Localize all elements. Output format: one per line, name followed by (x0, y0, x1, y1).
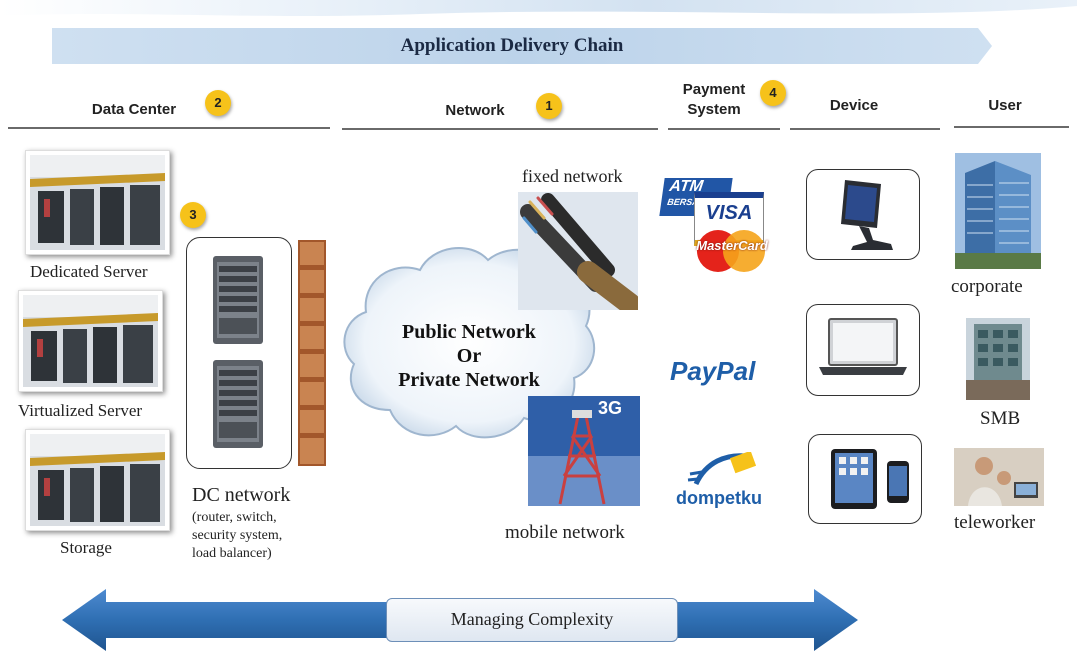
device-laptop (806, 304, 920, 396)
label-mobile-network: mobile network (505, 522, 625, 543)
column-title-payment-line1: Payment (682, 81, 746, 98)
divider-user (954, 126, 1069, 128)
firewall-icon (298, 240, 326, 466)
dompetku-swoosh-icon (687, 452, 757, 486)
device-tablet-phone (808, 434, 922, 524)
cloud-line-or: Or (456, 345, 482, 367)
server-image-storage (25, 429, 170, 531)
column-title-device: Device (829, 97, 879, 114)
divider-payment (668, 128, 780, 130)
dc-network-detail-3: load balancer) (192, 546, 272, 561)
label-storage: Storage (60, 538, 112, 557)
tablet-phone-icon (831, 449, 909, 509)
badge-3g: 3G (598, 398, 623, 418)
delivery-chain-arrow (52, 28, 992, 64)
badge-payment: 4 (760, 80, 786, 106)
badge-network: 1 (536, 93, 562, 119)
label-smb: SMB (980, 408, 1021, 429)
laptop-icon (819, 318, 907, 375)
corporate-building-icon (955, 153, 1041, 269)
dc-network-title: DC network (192, 484, 291, 506)
top-wave-decoration (0, 0, 1077, 16)
server-image-dedicated (25, 150, 170, 255)
cloud-line-private: Private Network (398, 369, 540, 391)
label-teleworker: teleworker (954, 512, 1036, 533)
dompetku-logo: dompetku (676, 488, 763, 508)
server-image-virtualized (18, 290, 163, 392)
label-virtualized-server: Virtualized Server (18, 401, 143, 420)
cell-tower-icon (528, 396, 640, 506)
fiber-cable-icon (518, 192, 638, 310)
dc-network-detail-2: security system, (192, 528, 283, 543)
managing-complexity-box: Managing Complexity (386, 598, 678, 642)
dc-network-box (186, 237, 292, 469)
managing-complexity-label: Managing Complexity (450, 609, 614, 629)
cloud-line-public: Public Network (402, 321, 536, 343)
divider-data-center (8, 127, 330, 129)
pos-terminal-icon (841, 180, 893, 250)
column-title-payment-line2: System (687, 101, 741, 118)
label-fixed-network: fixed network (522, 166, 623, 186)
teleworker-photo-icon (954, 448, 1044, 506)
divider-device (790, 128, 940, 130)
delivery-chain-title: Application Delivery Chain (400, 35, 624, 56)
divider-network (342, 128, 658, 130)
paypal-logo: PayPal (670, 356, 756, 386)
mastercard-logo-icon (697, 230, 765, 272)
dc-network-detail-1: (router, switch, (192, 510, 277, 525)
smb-building-icon (966, 318, 1030, 400)
label-corporate: corporate (951, 276, 1023, 297)
label-dedicated-server: Dedicated Server (30, 262, 148, 281)
device-pos-terminal (806, 169, 920, 260)
badge-data-center: 2 (205, 90, 231, 116)
column-title-network: Network (445, 102, 505, 119)
router-switch-icon (213, 256, 263, 448)
column-title-data-center: Data Center (91, 101, 177, 118)
column-title-user: User (988, 97, 1022, 114)
mastercard-label: MasterCard (696, 238, 768, 253)
badge-dc-network: 3 (180, 202, 206, 228)
